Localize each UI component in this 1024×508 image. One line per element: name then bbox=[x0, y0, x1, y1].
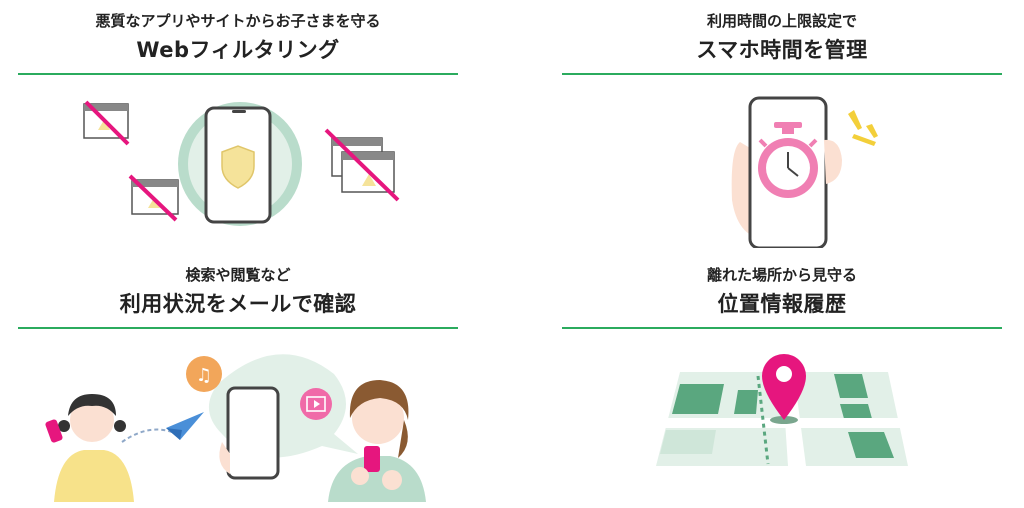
section-divider bbox=[562, 327, 1002, 329]
location-pin-icon bbox=[762, 354, 806, 424]
feature-subtitle: 利用時間の上限設定で bbox=[706, 12, 857, 30]
stopwatch-icon bbox=[758, 122, 818, 198]
feature-title: 位置情報履歴 bbox=[717, 292, 847, 316]
feature-subtitle: 検索や閲覧など bbox=[185, 266, 291, 284]
feature-web-filtering: 悪質なアプリやサイトからお子さまを守る Webフィルタリング bbox=[18, 8, 458, 248]
feature-subtitle: 悪質なアプリやサイトからお子さまを守る bbox=[95, 12, 381, 30]
blocked-site-icon bbox=[128, 174, 179, 222]
svg-text:♫: ♫ bbox=[196, 365, 212, 386]
parent-avatar bbox=[328, 380, 426, 502]
feature-location-history: 離れた場所から見守る 位置情報履歴 bbox=[562, 262, 1002, 502]
paper-plane-icon bbox=[166, 412, 204, 440]
music-icon bbox=[186, 356, 222, 392]
section-divider bbox=[18, 327, 458, 329]
section-divider bbox=[18, 73, 458, 75]
feature-title: Webフィルタリング bbox=[136, 38, 340, 62]
feature-title: スマホ時間を管理 bbox=[696, 38, 868, 62]
child-avatar bbox=[45, 394, 134, 502]
feature-title: 利用状況をメールで確認 bbox=[119, 292, 357, 316]
alarm-rays bbox=[848, 110, 878, 146]
location-history-illustration bbox=[656, 354, 908, 466]
feature-subtitle: 離れた場所から見守る bbox=[706, 266, 857, 284]
phone-icon bbox=[226, 386, 280, 480]
blocked-site-icon bbox=[83, 100, 130, 146]
feature-screen-time: 利用時間の上限設定で スマホ時間を管理 bbox=[562, 8, 1002, 248]
feature-usage-email: 検索や閲覧など 利用状況をメールで確認 ♫ bbox=[18, 262, 458, 502]
screen-time-illustration bbox=[731, 96, 878, 248]
section-divider bbox=[562, 73, 1002, 75]
shield-icon bbox=[221, 145, 255, 189]
blocked-site-icon bbox=[324, 128, 400, 202]
usage-email-illustration: ♫ bbox=[45, 354, 426, 502]
web-filter-illustration bbox=[83, 100, 400, 226]
